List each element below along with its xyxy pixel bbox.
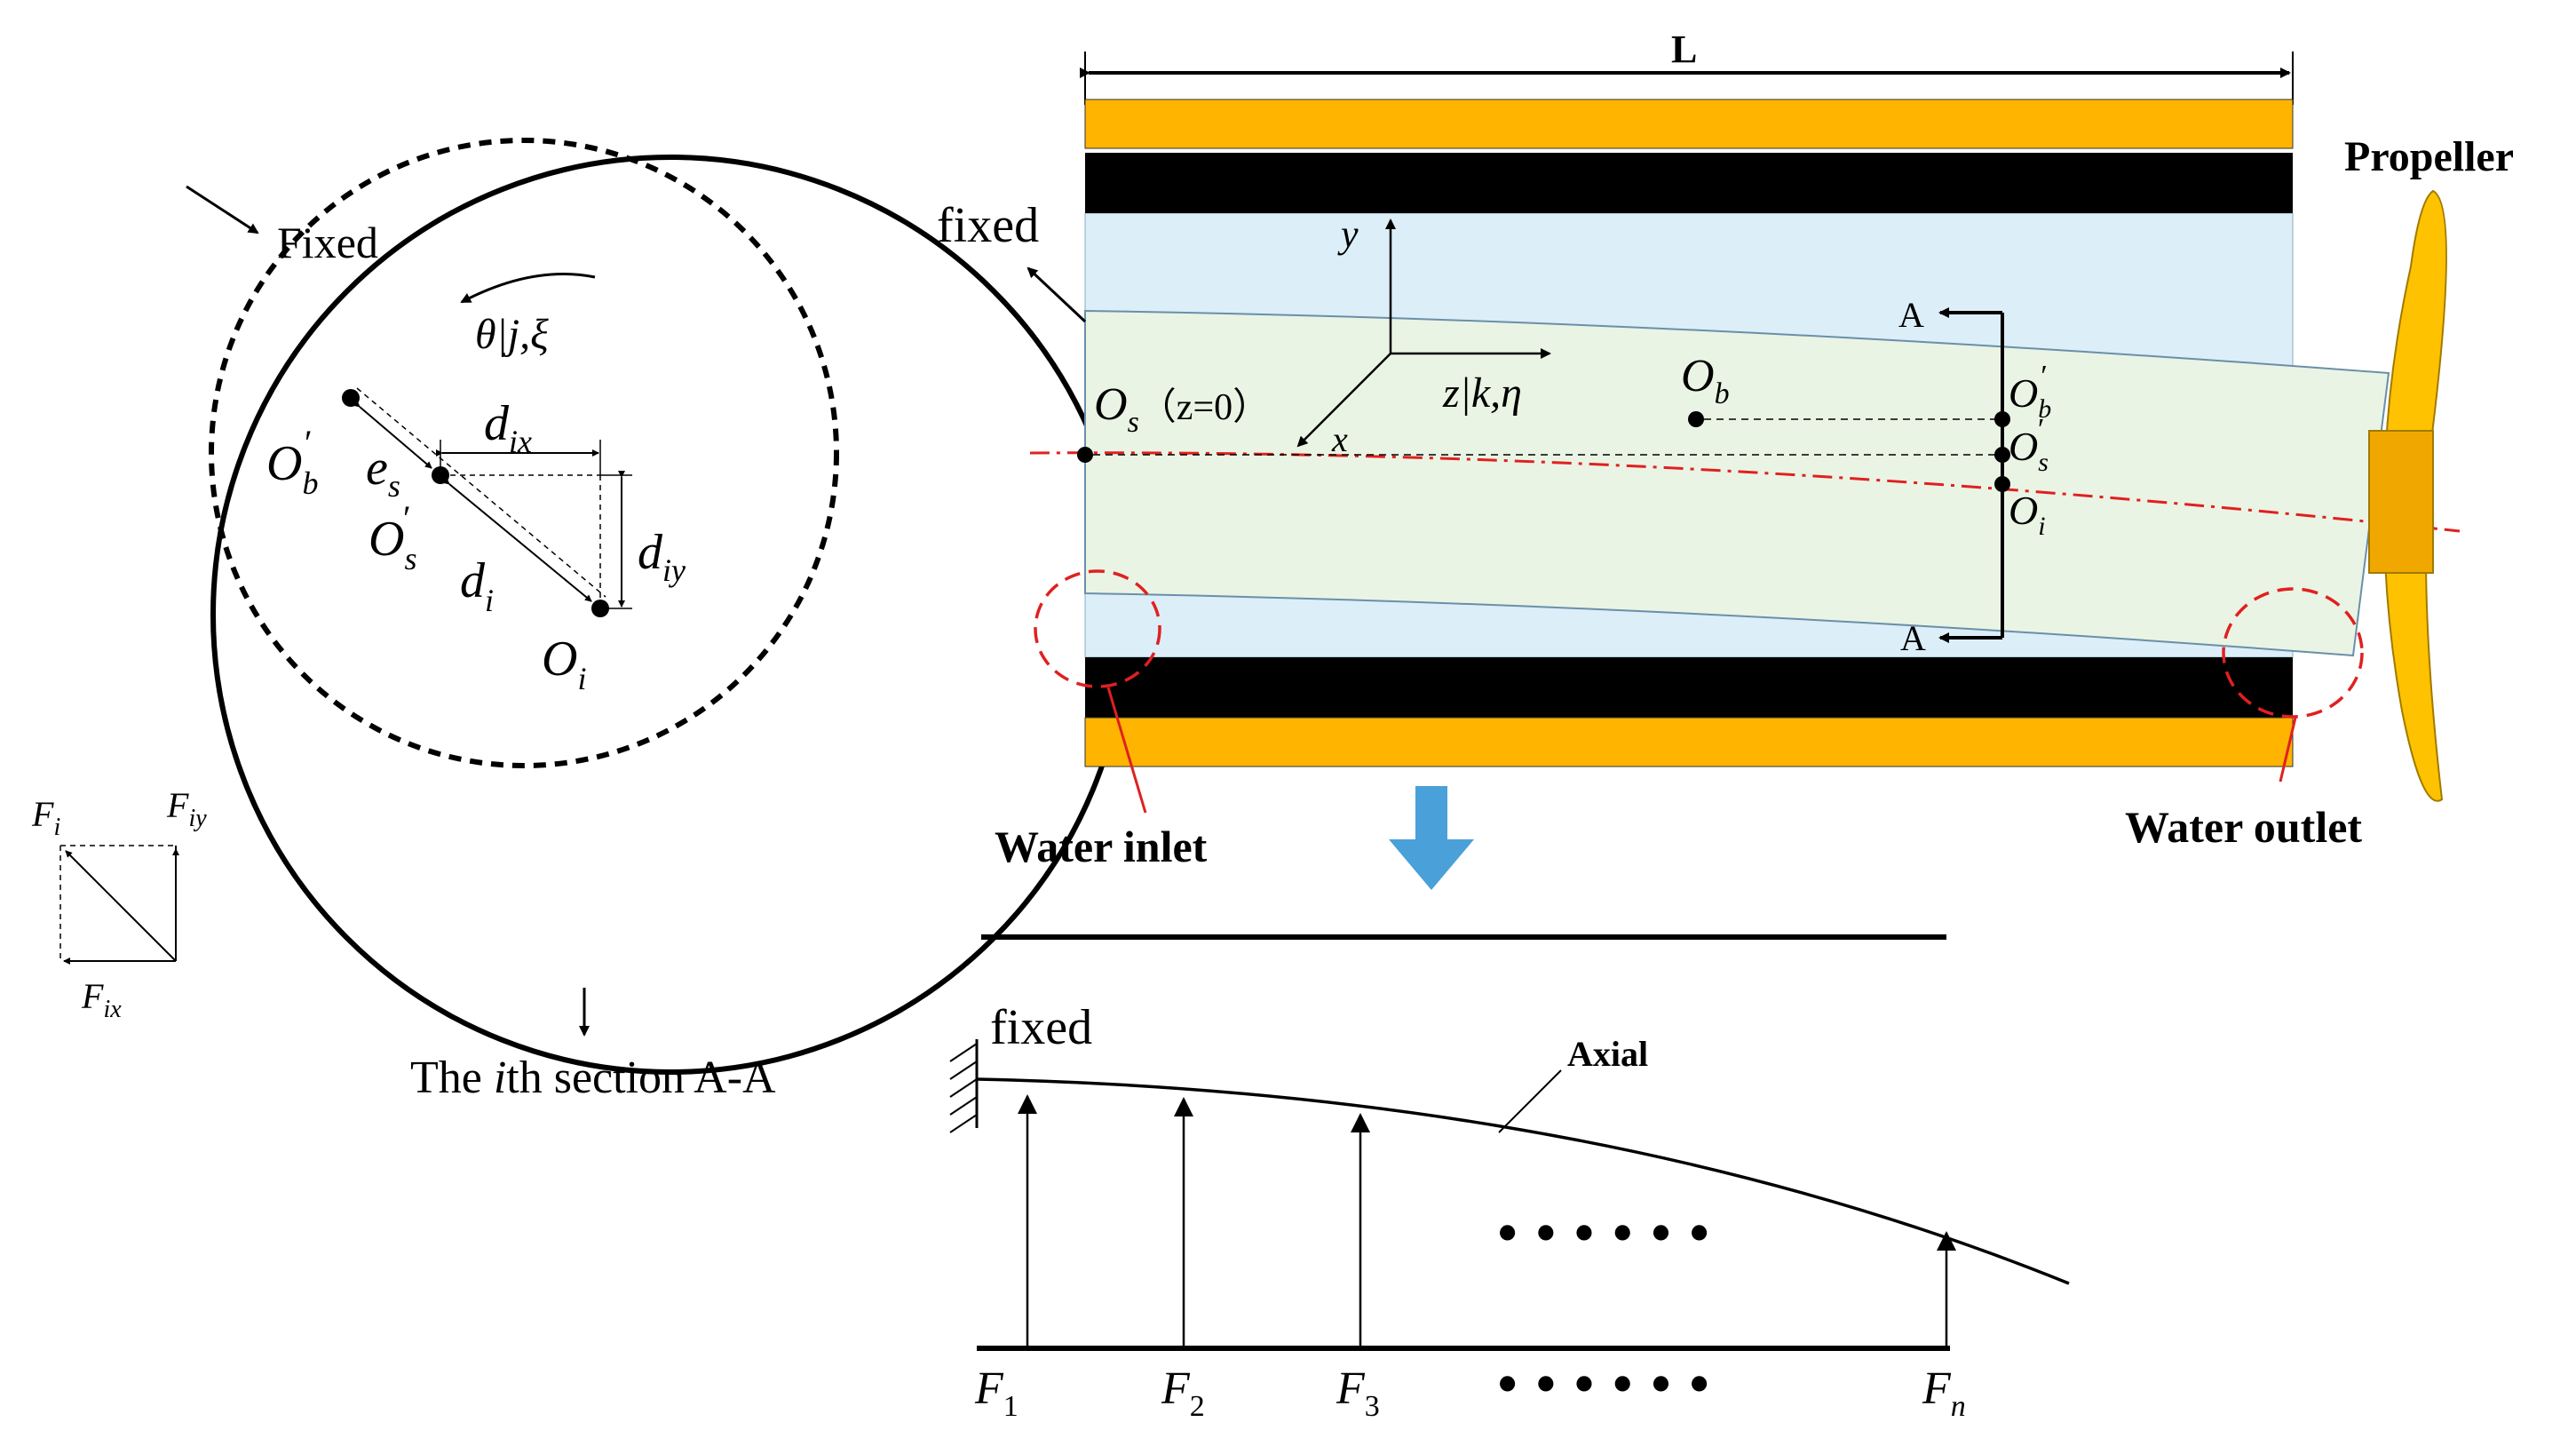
beam-fixed-label: fixed	[990, 1000, 1092, 1055]
shaft-axis-line	[1029, 451, 2461, 533]
section-caption: The ith section A-A	[410, 1053, 776, 1103]
fixed-support-hatch	[949, 1043, 978, 1133]
fixed-label-bearing: fixed	[937, 198, 1039, 253]
theta-rotation-arrow	[460, 273, 596, 304]
axial-label: Axial	[1567, 1034, 1648, 1074]
force-label-3: F3	[1336, 1363, 1380, 1423]
Oi-label: Oi	[542, 632, 586, 696]
Os-origin-point	[1077, 447, 1093, 463]
dix-label: dix	[484, 396, 532, 459]
Oi-section-point	[1994, 476, 2010, 492]
di-label: di	[460, 553, 494, 618]
Fix-label: Fix	[81, 976, 122, 1023]
fixed-label: Fixed	[277, 218, 378, 267]
axial-beam-curve	[976, 1077, 2070, 1285]
axial-leader	[1498, 1069, 1562, 1133]
propeller-hub	[2368, 430, 2434, 574]
ellipsis-lower: • • • • • •	[1496, 1348, 1710, 1419]
x-axis-label: x	[1331, 419, 1348, 459]
Ob-prime-label: Ob′	[266, 423, 318, 501]
force-label-1: F1	[974, 1363, 1019, 1423]
bearing-view: L Propeller fixed y z|k,η x Os（z=0） Ob	[937, 28, 2514, 890]
theta-label: θ|j,ξ	[475, 311, 549, 358]
fixed-bearing-circle	[209, 138, 839, 768]
transition-down-arrow	[1389, 786, 1474, 890]
Ob-label: Ob	[1681, 351, 1730, 410]
propeller-label: Propeller	[2344, 133, 2514, 180]
water-inlet-leader	[1106, 687, 1147, 814]
bearing-bottom	[1084, 717, 2294, 767]
bearing-top	[1084, 99, 2294, 149]
Os-prime-section-point	[1994, 447, 2010, 463]
force-label-n: Fn	[1922, 1363, 1966, 1423]
Fi-vector	[65, 850, 177, 962]
water-outlet-leader	[2279, 717, 2297, 783]
Ob-prime-section-label: Ob′	[2009, 360, 2051, 424]
water-inlet-marker	[1034, 569, 1161, 688]
length-label: L	[1671, 28, 1697, 71]
di-helper-dashed	[356, 387, 606, 598]
water-inlet-label: Water inlet	[995, 822, 1208, 871]
Ob-point	[1688, 411, 1704, 427]
x-axis	[1296, 353, 1391, 448]
es-label: es	[366, 441, 400, 504]
fixed-arrow-bearing	[1026, 266, 1087, 323]
section-view: Fixed θ|j,ξ Ob′ es dix Os′ di diy Oi	[186, 138, 1130, 1103]
ellipsis-upper: • • • • • •	[1496, 1197, 1710, 1268]
di-dimension	[442, 477, 592, 602]
es-dimension	[353, 400, 432, 469]
z-axis-label: z|k,η	[1442, 369, 1522, 417]
beam-model: fixed Axial • • • • • • • • • • • • F1 F…	[949, 934, 2070, 1423]
section-A-bottom-label: A	[1900, 618, 1926, 658]
diy-label: diy	[638, 525, 686, 588]
Ob-prime-point	[342, 389, 360, 407]
Os-origin-label: Os（z=0）	[1094, 379, 1270, 439]
Os-prime-section-label: Os′	[2009, 413, 2049, 477]
water-outlet-label: Water outlet	[2125, 802, 2362, 852]
liner-top	[1085, 153, 2293, 213]
Oi-section-label: Oi	[2009, 488, 2046, 541]
Fi-label: Fi	[31, 794, 60, 841]
Os-prime-label: Os′	[369, 498, 416, 576]
Fiy-label: Fiy	[166, 785, 207, 832]
Ob-prime-section-point	[1994, 411, 2010, 427]
force-decomposition: Fi Fiy Fix	[31, 785, 207, 1023]
y-axis-label: y	[1337, 212, 1359, 256]
force-label-2: F2	[1161, 1363, 1205, 1423]
section-A-top-label: A	[1898, 295, 1924, 335]
fixed-pointer-arrow	[186, 185, 259, 234]
water-outlet-marker	[2222, 587, 2364, 719]
liner-bottom	[1085, 657, 2293, 718]
